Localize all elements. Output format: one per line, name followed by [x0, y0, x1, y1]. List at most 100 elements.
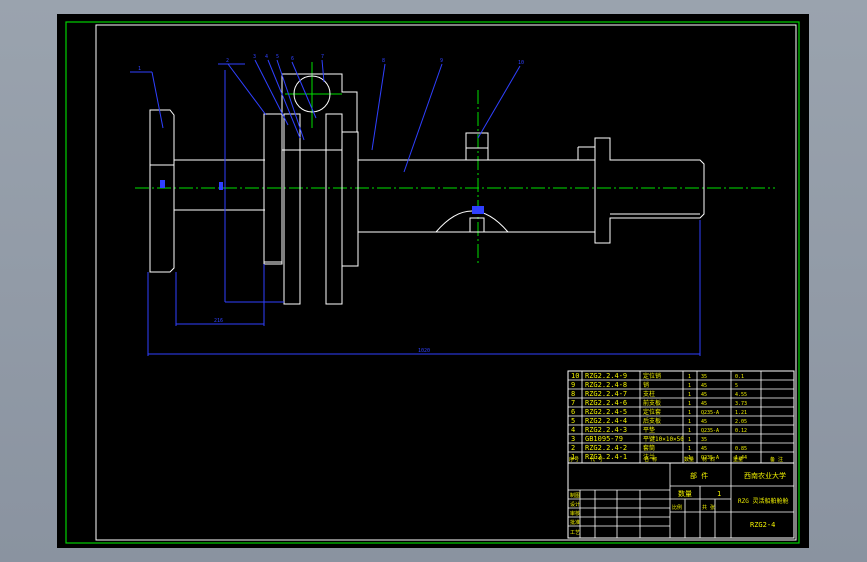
parts-list-cell-mat: 45	[701, 392, 707, 398]
parts-list-cell-name: 法兰	[643, 453, 655, 461]
parts-list-cell-no: 4	[571, 426, 575, 434]
parts-list-cell-no: 3	[571, 435, 575, 443]
parts-list-cell-no: 8	[571, 390, 575, 398]
parts-list-cell-no: 10	[571, 372, 579, 380]
parts-list-cell-wt: 3.73	[735, 401, 747, 407]
parts-list-cell-name: 支柱	[643, 390, 655, 398]
balloon-7: 7	[321, 54, 324, 60]
dimension-long: 1020	[418, 348, 430, 354]
drawing-number: RZG2-4	[750, 521, 775, 529]
balloon-6: 6	[291, 56, 294, 62]
parts-list-cell-name: 平键10×10×50	[643, 435, 684, 443]
parts-list-cell-wt: 2.05	[735, 419, 747, 425]
quantity-value: 1	[717, 490, 721, 498]
parts-list-cell-mat: 35	[701, 374, 707, 380]
title-block-grid	[568, 463, 794, 538]
parts-list-cell-mat: 35	[701, 437, 707, 443]
parts-list-cell-wt: 4.55	[735, 392, 747, 398]
parts-list-cell-wt: 5	[735, 383, 738, 389]
balloon-2: 2	[226, 58, 229, 64]
header-note: 备 注	[770, 456, 783, 463]
parts-list-cell-name: 后支板	[643, 417, 661, 425]
part-name: RZG 灵活船舶舱舱	[738, 497, 788, 505]
balloon-labels: 1 2 3 4 5 6 7 8 9 10	[138, 54, 524, 72]
parts-list-cell-no: 7	[571, 399, 575, 407]
parts-list-grid	[568, 371, 794, 463]
parts-list-header: 序号 代 号 名 称 数量 材 料 重量 备 注	[569, 456, 783, 463]
header-weight: 重量	[733, 456, 743, 463]
parts-list-cell-qty: 1	[688, 455, 691, 461]
balloon-5: 5	[276, 54, 279, 60]
drawing-canvas: 216 1020	[65, 21, 800, 544]
drawing-sheet[interactable]: 216 1020	[57, 14, 809, 548]
parts-list-cell-no: 5	[571, 417, 575, 425]
balloon-8: 8	[382, 58, 385, 64]
parts-list-cell-code: RZG2.2.4-8	[585, 381, 627, 389]
inner-frame	[95, 24, 797, 541]
parts-list-cell-wt: 1.21	[735, 410, 747, 416]
parts-list-cell-wt: 0.12	[735, 428, 747, 434]
parts-list-cell-qty: 1	[688, 383, 691, 389]
outer-frame	[65, 21, 800, 544]
header-qty: 数量	[684, 456, 694, 463]
parts-list-cell-mat: Q235-A	[701, 410, 719, 416]
process-label: 工艺	[570, 530, 580, 536]
parts-list-cell-name: 平垫	[643, 426, 655, 434]
balloon-3: 3	[253, 54, 256, 60]
parts-list-cell-no: 2	[571, 444, 575, 452]
header-material: 材 料	[702, 456, 715, 463]
parts-list-cell-wt: 0.85	[735, 446, 747, 452]
parts-list-cell-code: RZG2.2.4-4	[585, 417, 627, 425]
parts-list-cell-qty: 1	[688, 401, 691, 407]
draw-label: 制图	[570, 492, 580, 499]
part-label: 部 件	[690, 471, 708, 480]
parts-list-cell-qty: 1	[688, 410, 691, 416]
sheet-label: 共 张	[702, 504, 715, 511]
ratio-label: 比例	[672, 504, 682, 511]
header-seq: 序号	[569, 456, 579, 463]
design-label: 设计	[570, 501, 580, 508]
title-block: 西南农业大学 部 件 数量 1 RZG 灵活船舶舱舱 RZG2-4 比例 共 张…	[567, 462, 795, 539]
balloon-4: 4	[265, 54, 268, 60]
parts-list-cell-code: RZG2.2.4-2	[585, 444, 627, 452]
dimension-lines	[147, 70, 701, 356]
parts-list-cell-code: GB1095-79	[585, 435, 623, 443]
parts-list-cell-mat: Q235-A	[701, 455, 719, 461]
parts-list-cell-mat: 45	[701, 401, 707, 407]
parts-list-cell-name: 前支板	[643, 399, 661, 407]
approve-label: 批准	[570, 519, 580, 526]
header-part: 代 号	[590, 456, 603, 463]
parts-list-cell-mat: 45	[701, 383, 707, 389]
parts-list-cell-qty: 1	[688, 437, 691, 443]
balloon-1: 1	[138, 66, 141, 72]
parts-list-cell-code: RZG2.2.4-7	[585, 390, 627, 398]
parts-list-cell-no: 1	[571, 453, 575, 461]
parts-list-cell-code: RZG2.2.4-6	[585, 399, 627, 407]
parts-list-cell-wt: 1.44	[735, 455, 747, 461]
parts-list-cell-qty: 1	[688, 392, 691, 398]
parts-list-cell-code: RZG2.2.4-5	[585, 408, 627, 416]
parts-list-cell-name: 定位销	[643, 372, 661, 380]
parts-list-cell-no: 6	[571, 408, 575, 416]
leader-lines	[130, 59, 521, 173]
parts-list-cell-qty: 1	[688, 374, 691, 380]
parts-list-cell-qty: 1	[688, 419, 691, 425]
parts-list-cell-code: RZG2.2.4-9	[585, 372, 627, 380]
parts-list-cell-wt: 0.1	[735, 374, 744, 380]
parts-list-cell-mat: 45	[701, 419, 707, 425]
parts-list-cell-qty: 1	[688, 428, 691, 434]
school-name: 西南农业大学	[744, 471, 786, 480]
parts-list-cell-name: 套筒	[643, 444, 655, 452]
parts-list-cell-code: RZG2.2.4-1	[585, 453, 627, 461]
parts-list-cell-no: 9	[571, 381, 575, 389]
parts-list-cell-mat: 45	[701, 446, 707, 452]
parts-list-cell-mat: Q235-A	[701, 428, 719, 434]
dimension-short: 216	[214, 318, 223, 324]
balloon-9: 9	[440, 58, 443, 64]
balloon-10: 10	[518, 60, 524, 66]
parts-list-cell-name: 销	[643, 381, 649, 389]
check-label: 审核	[570, 510, 580, 517]
